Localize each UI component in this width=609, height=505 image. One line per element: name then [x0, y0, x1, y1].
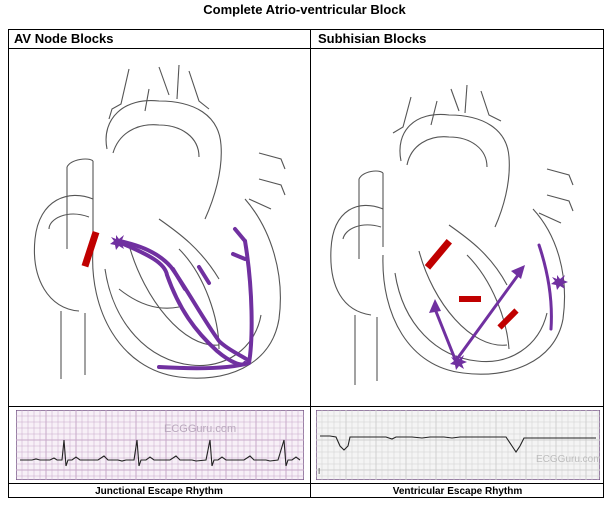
escape-arrows: [429, 265, 525, 313]
ventricular-rhythm-trace: [320, 435, 596, 453]
figure-title: Complete Atrio-ventricular Block: [203, 2, 406, 17]
right-bundle-block-bar: [497, 308, 519, 330]
heart-outline-sketch: [330, 84, 574, 385]
conduction-pathway: [117, 227, 254, 371]
left-heart-diagram: [33, 64, 286, 379]
left-strip-caption: Junctional Escape Rhythm: [95, 486, 223, 497]
left-panel-label: AV Node Blocks: [14, 31, 114, 46]
right-heart-diagram: [330, 84, 574, 385]
caption-divider: [8, 483, 604, 484]
header-divider: [8, 48, 604, 49]
panel-divider: [310, 29, 311, 498]
ecg-watermark: ECGGuru.com: [536, 454, 600, 465]
lateral-focus-star: [551, 275, 568, 290]
lead-mark: I: [318, 467, 320, 476]
left-bundle-block-bar: [459, 296, 481, 302]
conduction-pathway: [433, 243, 553, 361]
ecg-grid: [316, 410, 600, 480]
strip-divider: [8, 406, 604, 407]
figure-frame: [8, 29, 604, 498]
av-node-star: [110, 235, 127, 250]
right-ecg-strip: ECGGuru.com I: [316, 410, 600, 480]
ventricular-escape-star: [450, 355, 467, 370]
av-node-block-bar: [81, 230, 100, 268]
ecg-strip-frame: [316, 410, 600, 480]
left-ecg-strip: ECGGuru.com: [16, 410, 304, 480]
heart-outline-sketch: [33, 64, 286, 379]
his-bundle-block-bar: [424, 239, 452, 270]
right-strip-caption: Ventricular Escape Rhythm: [392, 486, 523, 497]
junctional-rhythm-trace: [20, 439, 301, 467]
right-panel-label: Subhisian Blocks: [318, 31, 427, 46]
ecg-watermark: ECGGuru.com: [164, 423, 236, 435]
